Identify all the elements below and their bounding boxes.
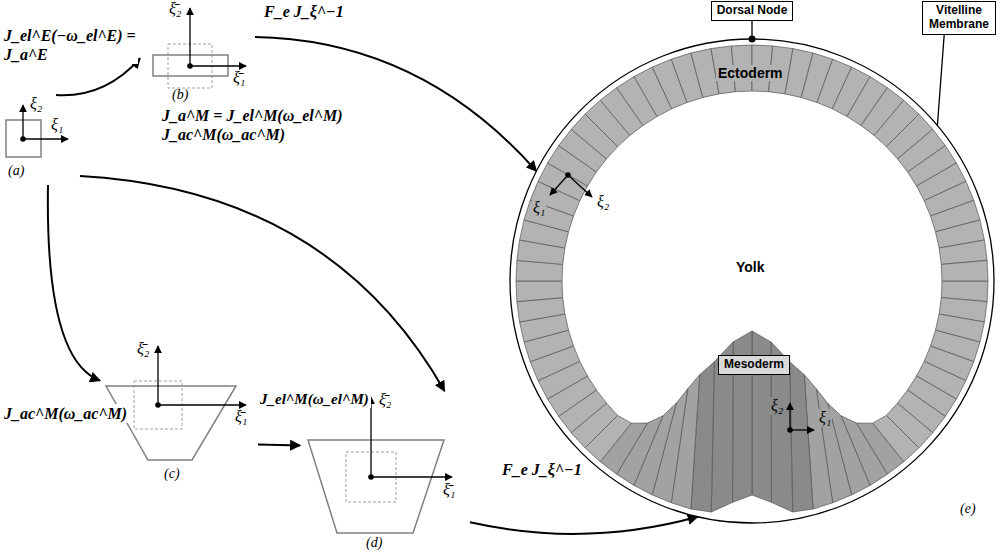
region-label: Yolk (734, 259, 767, 275)
mapping-formula: J_ac^M(ω_ac^M) (2, 404, 129, 423)
embryo-cross-section: Ectoderm ξ₁ ξ₂ Yolk ξ₂ ξ₁ (e) Mesoderm (508, 37, 996, 525)
axis-label: ξ₂ (596, 193, 610, 211)
leader-line (937, 35, 944, 126)
reference-element: ξ₂ ξ₁ (a) (0, 95, 80, 185)
axis-label: ξ̄₁ (442, 481, 456, 499)
mapping-arrow (48, 185, 100, 381)
axis-label: ξ̄₂ (168, 0, 182, 18)
mapping-formula: F_e J_ξ^−1 (262, 2, 346, 21)
label-box: Mesoderm (718, 355, 790, 375)
axis-label: ξ̄₂ (136, 340, 150, 358)
axis-label: ξ₂ (29, 95, 43, 113)
mapping-arrow (255, 37, 536, 171)
label-box: Vitelline Membrane (922, 1, 996, 35)
reference-element: ξ̄₂ ξ̄₁ (b) (140, 0, 255, 106)
axis-label: ξ₁ (50, 116, 64, 134)
box-label: Vitelline Membrane (928, 4, 990, 32)
mapping-arrow (258, 444, 300, 445)
mapping-formula: J_el^E(−ω_el^E) = J_a^E (2, 26, 138, 64)
label-box: Dorsal Node (711, 1, 794, 21)
reference-element: ξ̄₂ ξ̄₁ (d) (300, 391, 470, 551)
mapping-formula: J_el^M(ω_el^M) (258, 390, 371, 408)
panel-letter: (a) (8, 163, 24, 179)
axis-label: ξ̄₂ (378, 391, 392, 409)
axis-label: ξ̄₁ (232, 69, 246, 87)
box-label: Dorsal Node (717, 4, 788, 18)
element-shape (300, 391, 470, 551)
mapping-arrow (470, 517, 698, 534)
panel-letter: (d) (366, 535, 382, 551)
panel-letter: (b) (172, 87, 188, 103)
panel-letter: (e) (960, 501, 976, 517)
region-label: Ectoderm (716, 65, 785, 81)
element-shape (508, 37, 996, 525)
axis-label: ξ₂ (770, 397, 784, 415)
mapping-formula: F_e J_ξ^−1 (500, 460, 584, 479)
mapping-arrow (80, 176, 445, 391)
mapping-formula: J_a^M = J_el^M(ω_el^M) J_ac^M(ω_ac^M) (160, 106, 404, 144)
panel-letter: (c) (164, 466, 180, 482)
element-shape (140, 0, 255, 106)
axis-label: ξ₁ (532, 199, 546, 217)
axis-label: ξ̄₁ (234, 408, 248, 426)
box-label: Mesoderm (724, 358, 784, 372)
axis-label: ξ₁ (818, 409, 832, 427)
